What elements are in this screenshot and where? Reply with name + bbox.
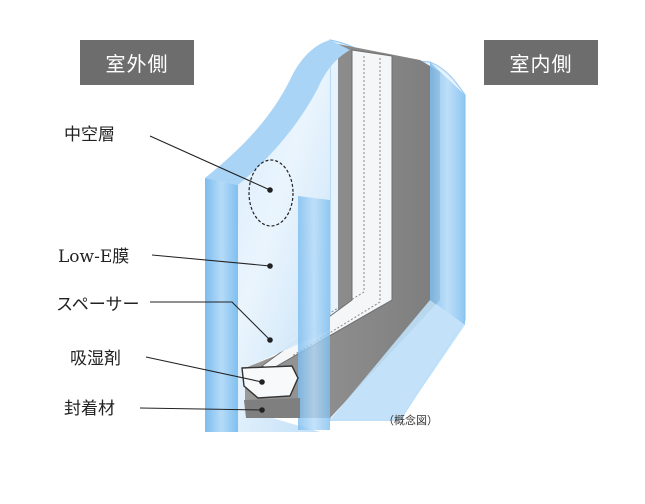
outdoor-glass-top-edge xyxy=(205,40,350,185)
low-e-film-label: Low-E膜 xyxy=(58,247,130,267)
sealant-label: 封着材 xyxy=(64,399,115,419)
spacer-label: スペーサー xyxy=(56,295,140,315)
outdoor-glass-right-edge xyxy=(298,196,330,430)
desiccant-label: 吸湿剤 xyxy=(70,349,121,369)
outdoor-side-tag: 室外側 xyxy=(80,40,194,85)
indoor-glass-right-edge xyxy=(430,62,465,325)
indoor-glass-bottom-edge xyxy=(330,300,465,420)
spacer-cross-section xyxy=(241,365,299,399)
leader-lines xyxy=(139,135,273,413)
air-layer-label: 中空層 xyxy=(64,125,115,145)
sealant-strip xyxy=(244,398,300,418)
air-layer-highlight xyxy=(248,159,294,227)
outdoor-glass-edge xyxy=(205,178,238,432)
concept-diagram-note: （概念図） xyxy=(383,414,438,427)
indoor-side-tag: 室内側 xyxy=(484,40,598,85)
